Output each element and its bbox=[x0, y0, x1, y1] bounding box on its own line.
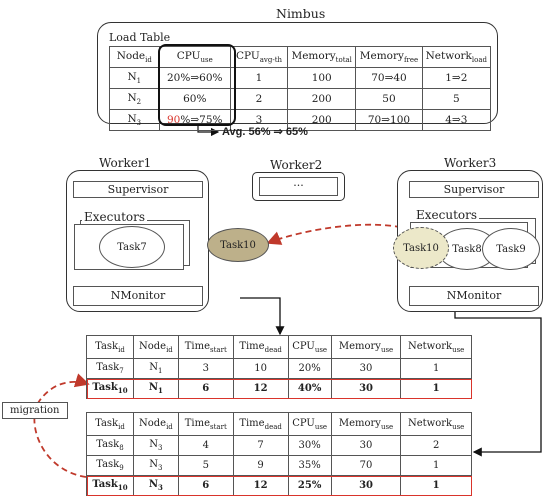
worker2-content: ··· bbox=[259, 177, 338, 196]
worker3-nmonitor: NMonitor bbox=[409, 286, 539, 306]
col-net-header: Network bbox=[425, 49, 472, 62]
migration-curve-arrow bbox=[33, 373, 90, 478]
worker3-supervisor: Supervisor bbox=[409, 181, 539, 198]
task-table-2-header: Taskid Nodeid Timestart Timedead CPUuse … bbox=[86, 412, 472, 436]
task-table-2: Taskid Nodeid Timestart Timedead CPUuse … bbox=[86, 412, 472, 496]
worker1-title: Worker1 bbox=[99, 156, 152, 170]
col-cpuavg-header: CPU bbox=[235, 49, 260, 62]
load-table-row: N3 90%⇒75% 3 200 70⇒100 4⇒3 bbox=[109, 109, 492, 131]
col-memtotal-header: Memory bbox=[291, 49, 336, 62]
table-row-highlight: Task10 N3 6 12 25% 30 1 bbox=[86, 475, 472, 496]
worker1-executors-label: Executors bbox=[82, 210, 148, 224]
task10-migrating: Task10 bbox=[207, 228, 269, 262]
load-table-row: N1 20%⇒60% 1 100 70⇒40 1⇒2 bbox=[109, 67, 492, 89]
load-table: Nodeid CPUuse CPUavg-th Memorytotal Memo… bbox=[109, 46, 492, 131]
col-memfree-header: Memory bbox=[359, 49, 404, 62]
table-row: Task9 N3 5 9 35% 70 1 bbox=[86, 455, 472, 476]
table-row-highlight: Task10 N1 6 12 40% 30 1 bbox=[86, 378, 472, 399]
task10-migration-arrow bbox=[266, 223, 421, 245]
worker3-task10-ghost: Task10 bbox=[393, 227, 449, 269]
table-row: Task8 N3 4 7 30% 30 2 bbox=[86, 435, 472, 456]
avg-cpu-note: Avg. 56% ⇒ 65% bbox=[222, 126, 308, 138]
nmonitor1-to-table-arrow bbox=[240, 297, 285, 336]
worker1-supervisor: Supervisor bbox=[73, 181, 203, 198]
worker3-task9: Task9 bbox=[482, 228, 540, 270]
nmonitor3-to-table-arrow bbox=[454, 310, 542, 457]
worker3-title: Worker3 bbox=[444, 156, 497, 170]
worker1-task7: Task7 bbox=[99, 226, 165, 268]
table-row: Task7 N1 3 10 20% 30 1 bbox=[86, 358, 472, 379]
worker2-title: Worker2 bbox=[270, 158, 323, 172]
col-node-header: Node bbox=[116, 49, 146, 62]
worker3-executors-label: Executors bbox=[414, 208, 480, 222]
task-table-1: Taskid Nodeid Timestart Timedead CPUuse … bbox=[86, 335, 472, 399]
load-table-header: Nodeid CPUuse CPUavg-th Memorytotal Memo… bbox=[109, 46, 492, 68]
migration-label: migration bbox=[2, 402, 68, 419]
cpu-column-highlight bbox=[158, 44, 236, 126]
worker1-nmonitor: NMonitor bbox=[73, 286, 203, 306]
col-cpu-header: CPU bbox=[176, 49, 201, 62]
nimbus-title: Nimbus bbox=[276, 6, 326, 21]
load-table-label: Load Table bbox=[109, 31, 171, 44]
task-table-1-header: Taskid Nodeid Timestart Timedead CPUuse … bbox=[86, 335, 472, 359]
